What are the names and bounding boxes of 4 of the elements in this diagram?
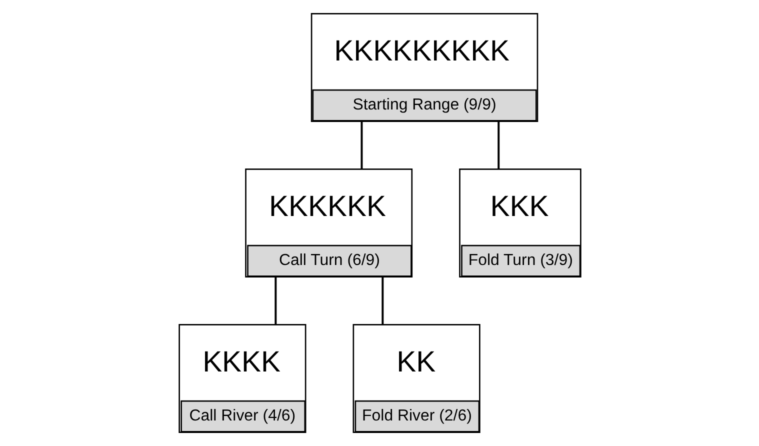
connector <box>274 276 276 325</box>
connector <box>381 276 384 325</box>
connector <box>497 121 500 170</box>
connector <box>360 121 362 170</box>
